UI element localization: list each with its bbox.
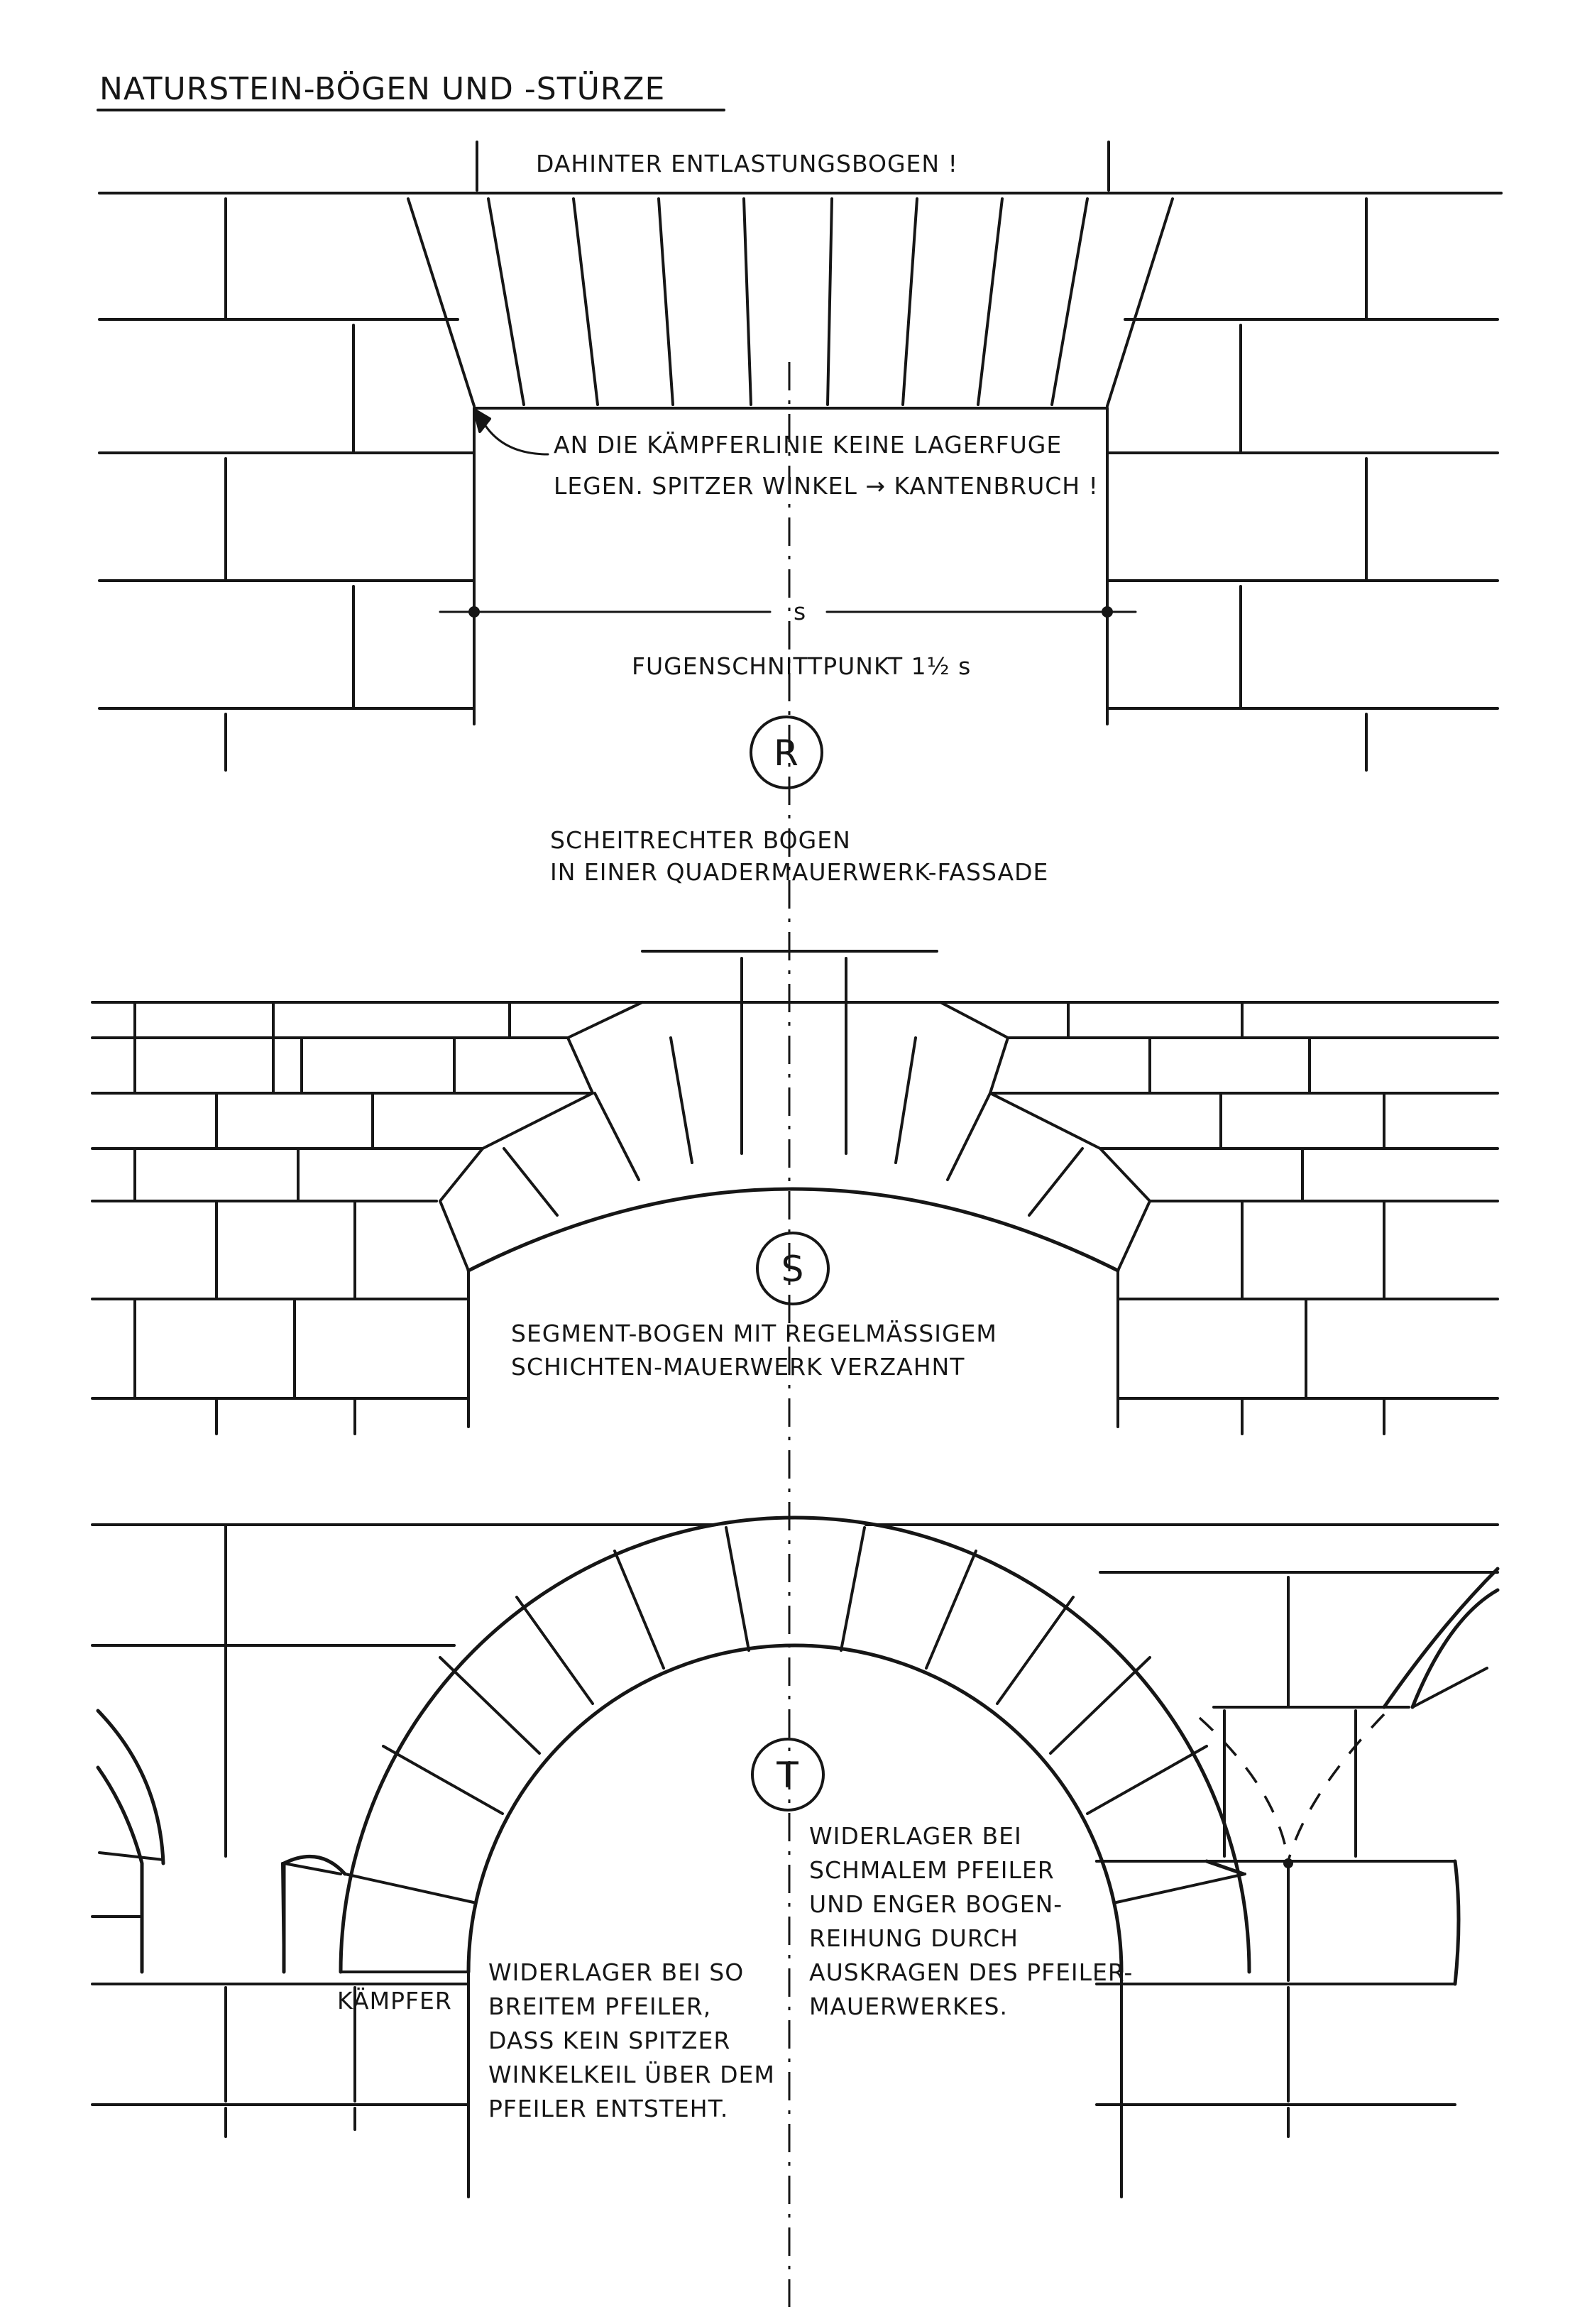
note-right-line: REIHUNG DURCH [809,1924,1019,1952]
round-arch-voussoirs [344,1526,1246,1904]
note-left-line: BREITEM PFEILER, [488,1993,711,2020]
section-r-flat-arch: DAHINTER ENTLASTUNGSBOGEN ! AN DIE KÄMPF… [98,141,1503,886]
note-right-line: AUSKRAGEN DES PFEILER- [809,1958,1133,1986]
section-t-bed-joints [91,1523,1499,2106]
segment-arch-ring [439,1001,1151,1428]
note-right-line: MAUERWERKES. [809,1993,1008,2020]
dimension-s: s [794,598,806,625]
caption-s-line-2: SCHICHTEN-MAUERWERK VERZAHNT [511,1353,965,1381]
note-right: WIDERLAGER BEI SCHMALEM PFEILER UND ENGE… [809,1822,1133,2020]
right-neighbour-arch [1095,1567,1500,1986]
relief-arch-marks [476,141,1110,192]
left-neighbour-arch [91,1709,347,1974]
note-left-line: WIDERLAGER BEI SO [488,1958,744,1986]
caption-r-line-1: SCHEITRECHTER BOGEN [550,826,851,854]
marker-r-letter: R [774,733,799,774]
relief-arch-note: DAHINTER ENTLASTUNGSBOGEN ! [536,150,958,177]
marker-s: S [756,1232,830,1305]
note-right-line: SCHMALEM PFEILER [809,1856,1055,1884]
section-r-bed-joints [98,192,1503,710]
marker-t: T [751,1738,825,1811]
section-t-head-joints [224,1525,1357,2138]
note-left: WIDERLAGER BEI SO BREITEM PFEILER, DASS … [488,1958,775,2122]
sheet-title: NATURSTEIN-BÖGEN UND -STÜRZE [99,70,665,107]
callout-line-1: AN DIE KÄMPFERLINIE KEINE LAGERFUGE [554,431,1062,459]
marker-t-letter: T [776,1755,799,1796]
caption-r-line-2: IN EINER QUADERMAUERWERK-FASSADE [550,858,1048,886]
section-s-bed-joints [91,1001,1499,1400]
section-r-head-joints [224,197,1368,772]
flat-arch-voussoirs [407,197,1174,407]
marker-s-letter: S [781,1249,805,1290]
opening-jambs [473,407,1109,725]
callout-line-2: LEGEN. SPITZER WINKEL → KANTENBRUCH ! [554,472,1099,500]
callout-arrow [473,408,549,456]
dimension-line [439,606,1137,618]
joint-point-label: FUGENSCHNITTPUNKT 1½ s [632,652,971,680]
note-left-line: DASS KEIN SPITZER [488,2027,730,2054]
section-s-head-joints [133,1001,1385,1435]
round-arch-ring [339,1515,1251,2198]
kaempfer-label: KÄMPFER [337,1987,452,2015]
caption-s-line-1: SEGMENT-BOGEN MIT REGELMÄSSIGEM [511,1320,997,1347]
note-left-line: WINKELKEIL ÜBER DEM [488,2060,775,2088]
note-right-line: UND ENGER BOGEN- [809,1890,1063,1918]
note-right-line: WIDERLAGER BEI [809,1822,1022,1850]
marker-r: R [750,716,823,789]
section-s-segment-arch: S SEGMENT-BOGEN MIT REGELMÄSSIGEM SCHICH… [91,950,1499,1435]
section-t-round-arch: T KÄMPFER WIDERLAGER BEI SO BREITEM PFEI… [91,1515,1500,2198]
note-left-line: PFEILER ENTSTEHT. [488,2095,728,2122]
